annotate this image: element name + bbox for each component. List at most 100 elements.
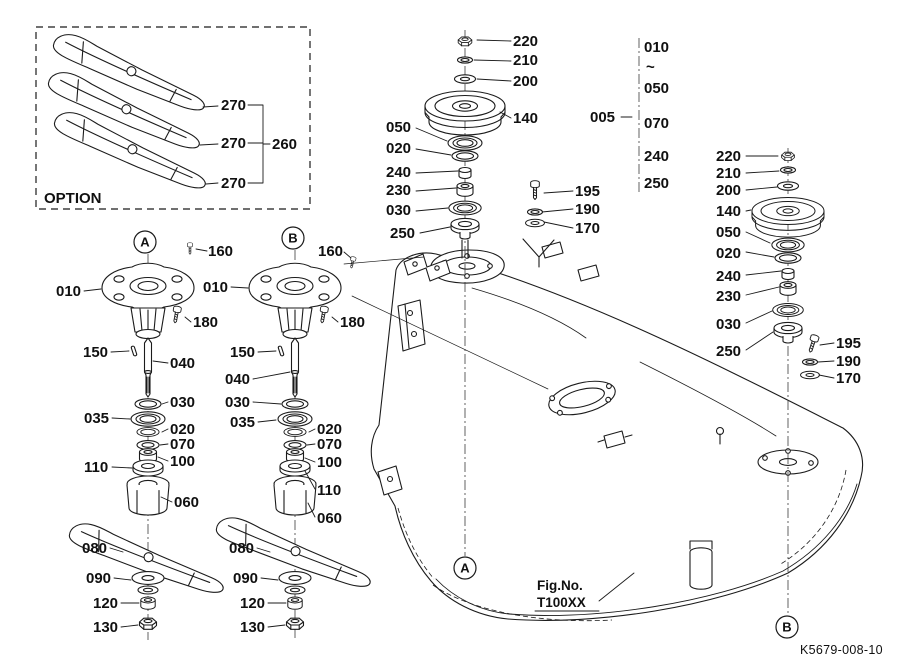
blade-holder-060-a — [126, 475, 170, 516]
part-label-150-a: 150 — [83, 344, 108, 361]
lockwasher-210-r — [779, 166, 797, 174]
bolt-195-r — [805, 333, 820, 354]
callout-b-top — [281, 226, 305, 250]
nut-130-b — [285, 617, 305, 630]
part-label-100-b: 100 — [317, 454, 342, 471]
stud-160-b — [348, 255, 357, 269]
deck-left-channel-bracket — [397, 299, 426, 352]
part-label-160-a: 160 — [208, 243, 233, 260]
spindle-housing-010-b — [248, 262, 342, 340]
spindle-assembly-b: 160 010 180 150 040 030 035 020 070 100 … — [203, 243, 378, 636]
collar-250-r — [773, 321, 803, 344]
assembly-a-leaders — [83, 248, 208, 628]
right-stack-leaders — [745, 155, 835, 379]
part-label-170-r: 170 — [836, 370, 861, 387]
bearing-030-c — [448, 200, 482, 216]
part-label-230-c: 230 — [386, 182, 411, 199]
spacer-240-r — [781, 267, 795, 281]
option-group: 270 270 270 260 OPTION — [35, 26, 311, 210]
assembly-b-leaders — [230, 251, 352, 628]
part-label-010-b: 010 — [203, 279, 228, 296]
part-label-270-2: 270 — [221, 135, 246, 152]
lockwasher-190-c — [526, 208, 544, 216]
part-label-070-b: 070 — [317, 436, 342, 453]
part-label-195-c: 195 — [575, 183, 600, 200]
key-150-b — [277, 345, 285, 357]
part-label-140-r: 140 — [716, 203, 741, 220]
bolt-195-c — [530, 180, 540, 200]
bolt-180-b — [317, 305, 330, 324]
bearing-035-a — [130, 411, 166, 427]
part-label-030-c: 030 — [386, 202, 411, 219]
center-stack-leaders — [415, 39, 633, 234]
part-label-190-r: 190 — [836, 353, 861, 370]
shaft-stub-c — [461, 239, 469, 259]
washer-set-090-a — [131, 571, 165, 595]
deck-oval-opening — [548, 380, 616, 416]
spacer-240-c — [458, 166, 472, 180]
alignment-lines — [343, 256, 549, 390]
stud-160-a — [187, 242, 193, 255]
bearing-030-r — [772, 303, 804, 317]
part-label-230-r: 230 — [716, 288, 741, 305]
fig-no-value: T100XX — [537, 595, 586, 610]
part-label-240-r: 240 — [716, 268, 741, 285]
bearing-035-b — [277, 411, 313, 427]
option-leader-lines — [199, 104, 271, 185]
cup-110-a — [132, 459, 164, 477]
part-label-250-r: 250 — [716, 343, 741, 360]
bearing-050-r — [771, 237, 805, 253]
ring-020-c — [451, 150, 479, 162]
part-label-130-a: 130 — [93, 619, 118, 636]
deck-roller — [689, 540, 713, 590]
callout-a-bottom — [453, 556, 477, 580]
part-label-130-b: 130 — [240, 619, 265, 636]
part-label-090-a: 090 — [86, 570, 111, 587]
callout-a-bottom-letter: A — [460, 561, 470, 576]
spindle-shaft-040-a — [143, 337, 153, 398]
deck-belt-guide-pin — [715, 426, 725, 445]
pulley-140-r — [751, 197, 825, 238]
spacer-230-c — [456, 182, 474, 197]
lockwasher-190-r — [801, 358, 819, 366]
callout-a-top — [133, 230, 157, 254]
deck-v-bracket — [522, 238, 555, 268]
part-label-020-b: 020 — [317, 421, 342, 438]
ref-005-item-070: 070 — [644, 115, 669, 132]
collar-250-c — [450, 217, 480, 240]
spacer-120-b — [287, 596, 303, 610]
part-label-270-1: 270 — [221, 97, 246, 114]
spacer-120-a — [140, 596, 156, 610]
part-label-020-a: 020 — [170, 421, 195, 438]
part-label-090-b: 090 — [233, 570, 258, 587]
deck-hanger-bracket — [403, 253, 451, 282]
fig-no-leader — [598, 572, 635, 602]
ref-005-item-tilde: ~ — [646, 59, 655, 76]
spacer-230-r — [779, 281, 797, 296]
cup-110-b — [279, 459, 311, 477]
washer-170-r — [800, 370, 820, 380]
ref-list-005: 005 010 ~ 050 070 240 250 — [590, 39, 669, 192]
part-label-050-r: 050 — [716, 224, 741, 241]
part-label-040-b: 040 — [225, 371, 250, 388]
blade-holder-060-b — [273, 475, 317, 516]
part-label-180-b: 180 — [340, 314, 365, 331]
part-label-100-a: 100 — [170, 453, 195, 470]
deck-gauge-bracket — [377, 465, 403, 496]
part-label-195-r: 195 — [836, 335, 861, 352]
washer-200-r — [776, 181, 800, 191]
part-label-070-a: 070 — [170, 436, 195, 453]
deck-clip-2 — [577, 264, 600, 282]
part-label-250-c: 250 — [390, 225, 415, 242]
washer-170-c — [525, 218, 545, 228]
part-label-080-b: 080 — [229, 540, 254, 557]
ring-020-r — [774, 252, 802, 264]
part-label-190-c: 190 — [575, 201, 600, 218]
ring-030-b — [281, 398, 309, 410]
part-label-040-a: 040 — [170, 355, 195, 372]
ring-070-b — [283, 440, 307, 450]
part-label-200-r: 200 — [716, 182, 741, 199]
washer-set-090-b — [278, 571, 312, 595]
nut-220-r — [781, 151, 795, 161]
